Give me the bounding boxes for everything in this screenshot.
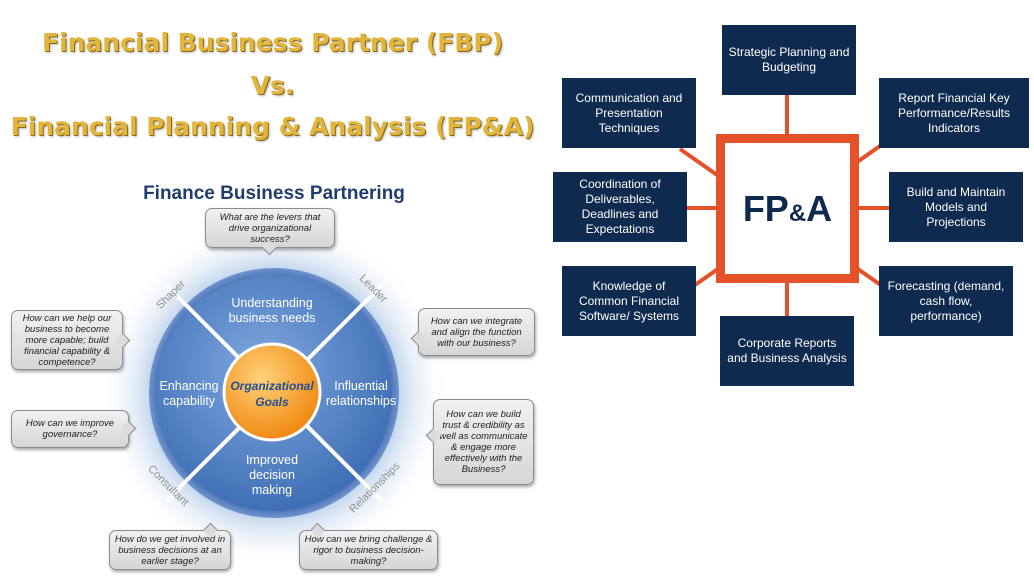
question-bubble-levers: What are the levers that drive organizat… [205, 208, 335, 256]
question-trust-text: How can we build trust & credibility as … [439, 409, 528, 475]
quadrant-bottom-line1: Improved [246, 453, 298, 467]
question-bubble-governance: How can we improve governance? [11, 410, 137, 448]
fpa-center-label-amp: & [788, 199, 807, 227]
question-bubble-trust: How can we build trust & credibility as … [425, 399, 534, 485]
box-knowledge: Knowledge of Common Financial Software/ … [562, 266, 696, 336]
question-bubble-integrate: How can we integrate and align the funct… [410, 308, 535, 356]
center-goals-line1: Organizational [230, 379, 314, 393]
box-forecasting: Forecasting (demand, cash flow, performa… [879, 266, 1013, 336]
question-capability-text: How can we help our business to become m… [22, 312, 112, 368]
box-strategic-planning-text: Strategic Planning and Budgeting [728, 45, 850, 74]
connector-left [686, 206, 716, 210]
quadrant-top-line1: Understanding [231, 296, 312, 310]
quadrant-left-line2: capability [163, 394, 216, 408]
box-communication-text: Communication and Presentation Technique… [575, 90, 683, 135]
connector-right [858, 206, 889, 210]
fpa-center-label-fp: FP [742, 187, 789, 229]
title-line-3: Financial Planning & Analysis (FP&A) [10, 112, 535, 141]
box-coordination: Coordination of Deliverables, Deadlines … [553, 172, 687, 242]
box-build-models-text: Build and Maintain Models and Projection… [906, 184, 1006, 229]
box-strategic-planning: Strategic Planning and Budgeting [722, 25, 856, 95]
title-line-1: Financial Business Partner (FBP) [41, 28, 504, 57]
fpa-center-box: FP&A [716, 134, 859, 283]
fbp-heading: Finance Business Partnering [143, 183, 405, 204]
box-build-models: Build and Maintain Models and Projection… [889, 172, 1023, 242]
center-goals [222, 342, 322, 442]
box-corporate-reports: Corporate Reports and Business Analysis [720, 316, 854, 386]
connector-bottom [785, 283, 789, 317]
box-coordination-text: Coordination of Deliverables, Deadlines … [579, 177, 661, 236]
question-levers-text: What are the levers that drive organizat… [219, 211, 321, 245]
box-report-kpi: Report Financial Key Performance/Results… [879, 78, 1029, 148]
box-corporate-reports-text: Corporate Reports and Business Analysis [727, 336, 847, 365]
question-governance-text: How can we improve governance? [25, 418, 115, 440]
question-bubble-involved: How do we get involved in business decis… [109, 522, 231, 570]
question-challenge-text: How can we bring challenge & rigor to bu… [304, 533, 433, 567]
quadrant-bottom-line2: decision [249, 468, 295, 482]
question-bubble-capability: How can we help our business to become m… [11, 310, 131, 370]
quadrant-bottom-line3: making [252, 483, 292, 497]
quadrant-right-line2: relationships [326, 394, 396, 408]
center-goals-line2: Goals [255, 395, 289, 409]
box-forecasting-text: Forecasting (demand, cash flow, performa… [887, 278, 1005, 323]
box-communication: Communication and Presentation Technique… [562, 78, 696, 148]
title-line-2: Vs. [250, 71, 295, 100]
quadrant-top-line2: business needs [229, 311, 316, 325]
question-involved-text: How do we get involved in business decis… [114, 533, 226, 567]
quadrant-left-line1: Enhancing [159, 379, 218, 393]
connector-top [785, 95, 789, 135]
fbp-diagram: Finance Business Partnering Organization… [99, 183, 449, 568]
box-report-kpi-text: Report Financial Key Performance/Results… [897, 90, 1011, 135]
fpa-center-label-a: A [806, 187, 833, 229]
box-knowledge-text: Knowledge of Common Financial Software/ … [578, 278, 680, 323]
quadrant-right-line1: Influential [334, 379, 388, 393]
question-bubble-challenge: How can we bring challenge & rigor to bu… [299, 522, 438, 570]
question-integrate-text: How can we integrate and align the funct… [430, 315, 523, 349]
